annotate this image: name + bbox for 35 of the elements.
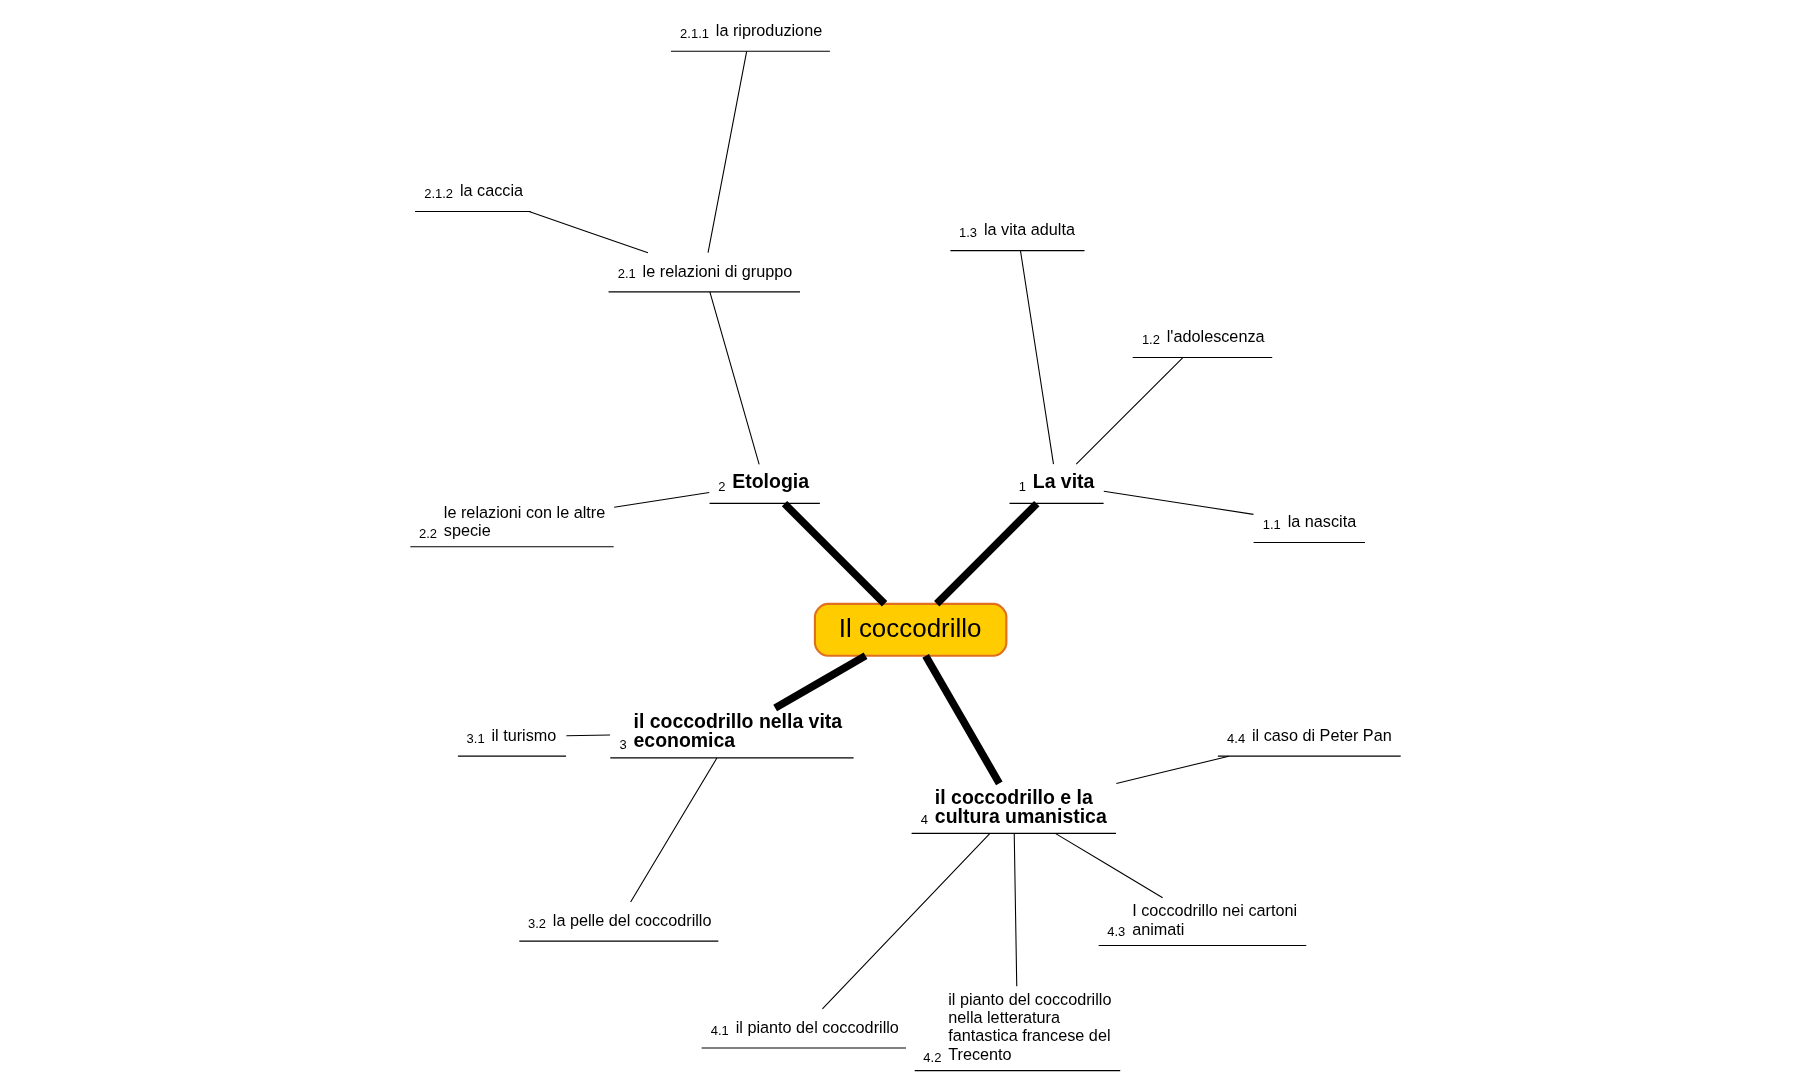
connector [709,291,760,465]
node-text: 4.1 il pianto del coccodrillo [710,1017,899,1038]
node-box: Il coccodrillo [813,602,1008,657]
node-text: 1 La vita [1018,469,1095,495]
connector [1019,250,1055,465]
connector [821,833,991,1010]
node-text: 4 il coccodrillo e la cultura umanistica [920,785,1107,828]
connector [613,491,710,508]
node-text: 1.2 l'adolescenza [1141,327,1265,348]
node-text: 2.2 le relazioni con le altre specie [418,502,606,541]
connector [1115,755,1230,785]
connector [781,501,888,607]
connector [1103,490,1254,515]
connector [565,734,611,737]
connector [922,653,1003,786]
connector [1055,833,1164,899]
connector [934,501,1040,607]
connector [1013,833,1018,987]
node-text: 2.1 le relazioni di gruppo [617,261,793,282]
node-text: 2.1.2 la caccia [424,181,524,202]
node-text: 4.2 il pianto del coccodrillo nella letteratura fantastica francese del Trecento [923,989,1112,1065]
connector [773,652,868,712]
node-text: 4.3 I coccodrillo nei cartoni animati [1107,901,1298,940]
node-text: 1.3 la vita adulta [959,220,1076,241]
node-text: 3 il coccodrillo nella vita economica [619,710,843,752]
connector [707,50,748,254]
connector [528,211,649,254]
node-text: 3.2 la pelle del coccodrillo [527,910,712,931]
node-text: 2 Etologia [718,469,810,495]
node-text: 1.1 la nascita [1262,512,1357,533]
node-text: 4.4 il caso di Peter Pan [1227,725,1392,746]
connector [630,757,718,903]
connector [1075,357,1184,465]
node-text: 2.1.1 la riproduzione [680,21,823,41]
node-text: 3.1 il turismo [466,725,557,746]
